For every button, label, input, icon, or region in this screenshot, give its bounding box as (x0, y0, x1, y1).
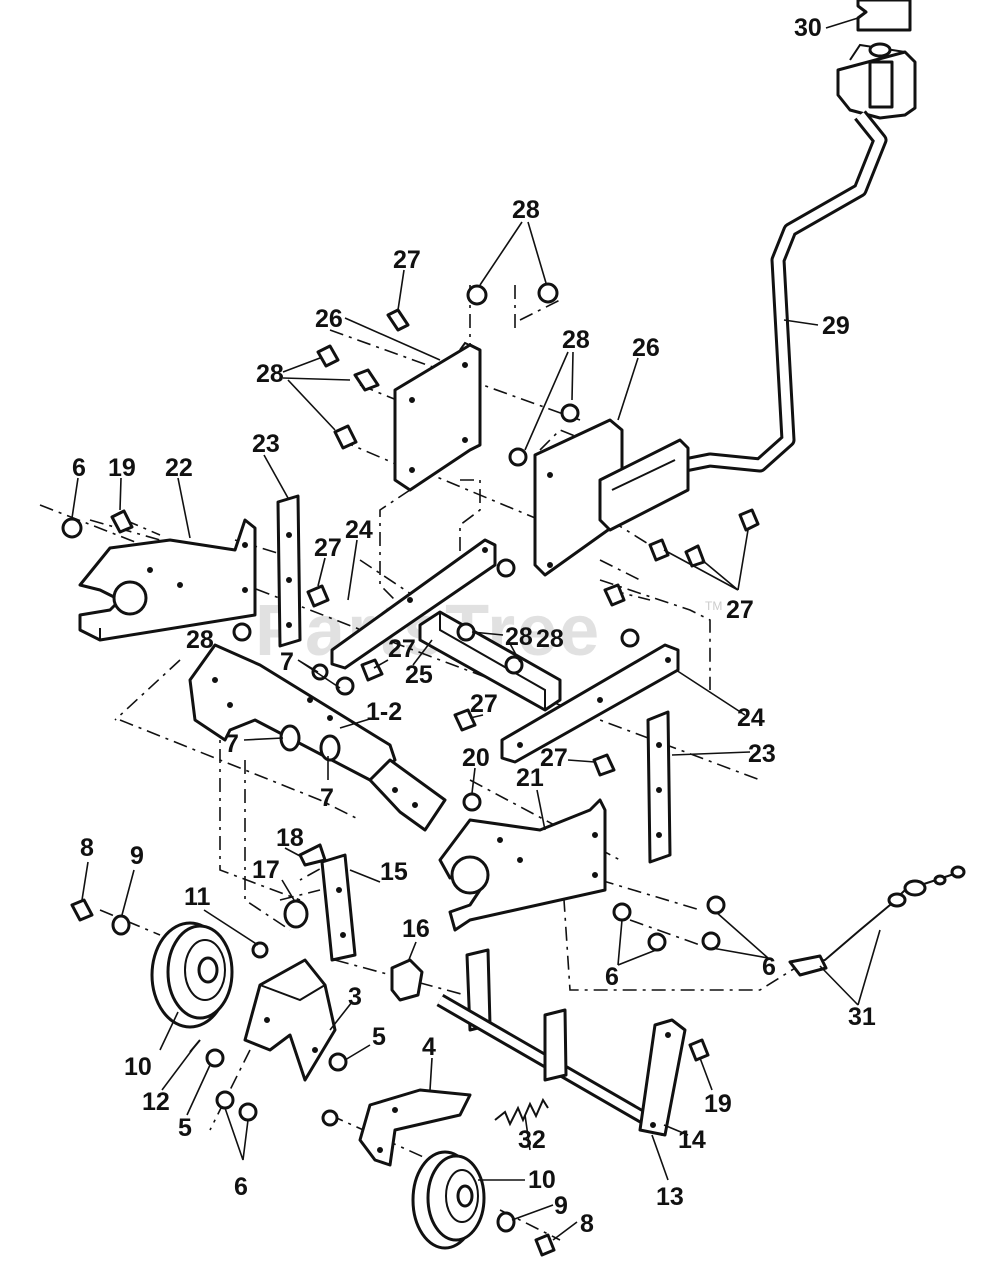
pulley-10-upper (150, 921, 234, 1029)
callout-27: 27 (314, 534, 342, 562)
callout-19: 19 (108, 454, 136, 482)
callout-13: 13 (656, 1183, 684, 1211)
channel-25 (418, 610, 562, 712)
callout-31: 31 (848, 1003, 876, 1031)
callout-7: 7 (280, 648, 294, 676)
callout-6: 6 (72, 454, 86, 482)
strap-23-right (646, 710, 672, 864)
callout-8: 8 (580, 1210, 594, 1238)
bar-24-lower (500, 643, 680, 764)
callout-28: 28 (512, 196, 540, 224)
idler-arm-1-2 (188, 643, 447, 832)
callout-25: 25 (405, 661, 433, 689)
pulley-10-lower (411, 1150, 486, 1250)
plate-15 (320, 853, 357, 962)
callout-15: 15 (380, 858, 408, 886)
strap-23-left (276, 494, 302, 648)
bracket-21 (438, 798, 607, 932)
leader-lines (71, 17, 881, 1241)
callout-3: 3 (348, 983, 362, 1011)
callout-27: 27 (540, 744, 568, 772)
callout-28: 28 (562, 326, 590, 354)
callout-27: 27 (470, 690, 498, 718)
plate-26-lower (533, 418, 690, 577)
callout-28: 28 (186, 626, 214, 654)
bracket-22 (78, 518, 257, 642)
callout-32: 32 (518, 1126, 546, 1154)
callout-19: 19 (704, 1090, 732, 1118)
callout-22: 22 (165, 454, 193, 482)
callout-18: 18 (276, 824, 304, 852)
callout-26: 26 (632, 334, 660, 362)
callout-26: 26 (315, 305, 343, 333)
callout-28: 28 (256, 360, 284, 388)
callout-7: 7 (320, 784, 334, 812)
shaft-29 (683, 110, 888, 473)
callout-16: 16 (402, 915, 430, 943)
callout-5: 5 (178, 1114, 192, 1142)
callout-14: 14 (678, 1126, 706, 1154)
callout-21: 21 (516, 764, 544, 792)
callout-labels: 30 29 28 27 26 28 28 26 23 6 19 22 27 24… (72, 14, 876, 1238)
callout-5: 5 (372, 1023, 386, 1051)
callout-27: 27 (388, 635, 416, 663)
callout-20: 20 (462, 744, 490, 772)
callout-29: 29 (822, 312, 850, 340)
callout-23: 23 (748, 740, 776, 768)
callout-17: 17 (252, 856, 280, 884)
callout-27: 27 (726, 596, 754, 624)
callout-8: 8 (80, 834, 94, 862)
bracket-30 (836, 0, 917, 120)
plate-26-upper (393, 341, 482, 492)
callout-9: 9 (554, 1192, 568, 1220)
callout-11: 11 (184, 883, 211, 911)
callout-28: 28 (505, 623, 533, 651)
callout-23: 23 (252, 430, 280, 458)
callout-10: 10 (528, 1166, 556, 1194)
callout-1-2: 1-2 (366, 698, 402, 726)
bracket-4 (358, 1088, 472, 1167)
callout-7: 7 (225, 730, 239, 758)
callout-9: 9 (130, 842, 144, 870)
callout-28: 28 (536, 625, 564, 653)
spring-32 (494, 1097, 549, 1127)
callout-30: 30 (794, 14, 822, 42)
callout-24: 24 (737, 704, 765, 732)
callout-27: 27 (393, 246, 421, 274)
hardware (61, 282, 966, 1257)
watermark-tm: TM (705, 599, 722, 613)
callout-24: 24 (345, 516, 373, 544)
shaft-assembly (436, 948, 687, 1137)
callout-6: 6 (605, 963, 619, 991)
callout-12: 12 (142, 1088, 170, 1116)
bracket-3 (243, 958, 337, 1082)
callout-6: 6 (234, 1173, 248, 1201)
bar-24-upper (330, 538, 497, 670)
callout-6: 6 (762, 953, 776, 981)
callout-10: 10 (124, 1053, 152, 1081)
callout-4: 4 (422, 1033, 436, 1061)
